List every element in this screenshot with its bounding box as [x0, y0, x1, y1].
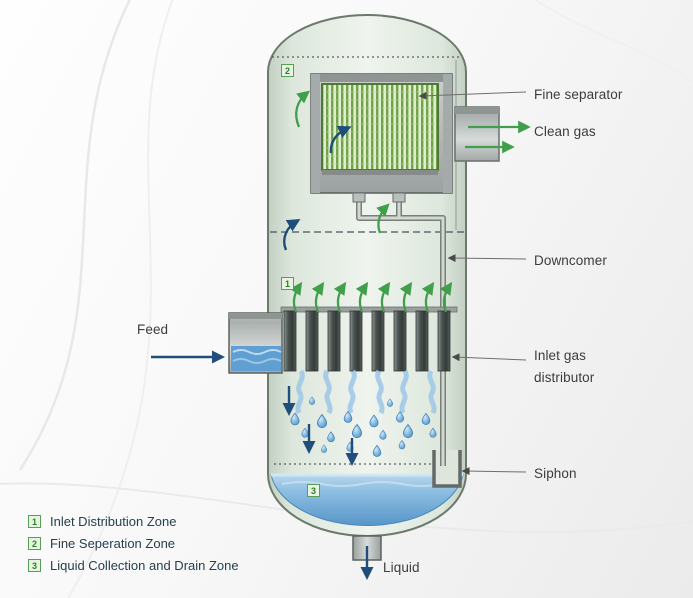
siphon-box	[432, 450, 462, 488]
fine-separator-pack	[310, 73, 453, 203]
zone-marker-2: 2	[281, 64, 294, 77]
zone-marker-3: 3	[307, 484, 320, 497]
falling-liquid-droplets	[290, 369, 437, 457]
legend-item-inlet-distribution: 1 Inlet Distribution Zone	[28, 514, 239, 529]
legend-chip-2: 2	[28, 537, 41, 550]
zone-marker-1: 1	[281, 277, 294, 290]
liquid-flow-arrows	[151, 125, 374, 580]
legend-item-fine-separation: 2 Fine Seperation Zone	[28, 536, 239, 551]
liquid-label: Liquid	[383, 560, 420, 575]
inlet-gas-distributor	[280, 306, 458, 372]
inlet-gas-distributor-label: Inlet gas distributor	[534, 348, 595, 385]
feed-inlet-duct	[228, 312, 283, 374]
legend-chip-3: 3	[28, 559, 41, 572]
clean-gas-label: Clean gas	[534, 124, 596, 139]
legend-label-3: Liquid Collection and Drain Zone	[50, 558, 239, 573]
legend-chip-1: 1	[28, 515, 41, 528]
callout-leader-lines	[418, 91, 527, 476]
siphon-label: Siphon	[534, 466, 577, 481]
zone-legend: 1 Inlet Distribution Zone 2 Fine Seperat…	[28, 514, 239, 580]
legend-label-1: Inlet Distribution Zone	[50, 514, 177, 529]
legend-item-liquid-collection: 3 Liquid Collection and Drain Zone	[28, 558, 239, 573]
fine-separator-label: Fine separator	[534, 87, 623, 102]
feed-label: Feed	[137, 322, 169, 337]
gas-flow-arrows	[289, 90, 531, 313]
downcomer-label: Downcomer	[534, 253, 607, 268]
clean-gas-outlet-duct	[454, 106, 500, 162]
legend-label-2: Fine Seperation Zone	[50, 536, 176, 551]
